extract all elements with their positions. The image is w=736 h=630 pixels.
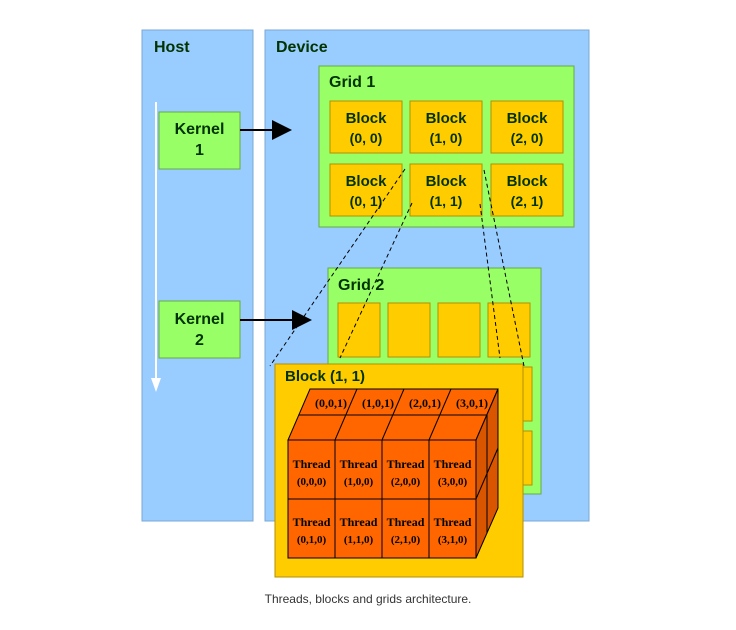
- zoom-lines: [269, 168, 525, 367]
- svg-text:(1, 1): (1, 1): [430, 193, 463, 209]
- grid-2-blocks: [337, 302, 533, 486]
- host-label: Host: [154, 39, 190, 56]
- thread-top-label: (0,0,1): [315, 396, 347, 410]
- thread-label: Thread: [340, 457, 378, 471]
- thread-top-labels: (0,0,1) (1,0,1) (2,0,1) (3,0,1): [315, 396, 488, 410]
- svg-text:Block: Block: [426, 110, 468, 127]
- grid-2-label: Grid 2: [338, 277, 384, 294]
- kernel-1-label: Kernel: [175, 121, 225, 138]
- thread-label: Thread: [340, 515, 378, 529]
- grid-1-block-1-0: Block (1, 0): [409, 100, 483, 154]
- kernel-1-number: 1: [195, 142, 204, 159]
- grid-1-block-1-1: Block (1, 1): [409, 163, 483, 217]
- svg-text:(2, 1): (2, 1): [511, 193, 544, 209]
- grid-1-block-0-1: Block (0, 1): [329, 163, 403, 217]
- thread-coord: (1,1,0): [344, 534, 374, 546]
- thread-coord: (3,0,0): [438, 476, 468, 488]
- svg-text:(0, 0): (0, 0): [350, 130, 383, 146]
- thread-label: Thread: [387, 515, 425, 529]
- thread-label: Thread: [387, 457, 425, 471]
- svg-text:(0, 1): (0, 1): [350, 193, 383, 209]
- svg-text:Block: Block: [426, 173, 468, 190]
- kernel-2-box: [158, 300, 241, 359]
- svg-text:Block: Block: [346, 173, 388, 190]
- grid-1-label: Grid 1: [329, 74, 375, 91]
- svg-text:(2, 0): (2, 0): [511, 130, 544, 146]
- kernel-2-label: Kernel: [175, 311, 225, 328]
- device-label: Device: [276, 39, 328, 56]
- thread-coord: (2,0,0): [391, 476, 421, 488]
- kernel-1-box: [158, 111, 241, 170]
- grid-1-block-0-0: Block (0, 0): [329, 100, 403, 154]
- thread-coord: (3,1,0): [438, 534, 468, 546]
- block-detail-label: Block (1, 1): [285, 368, 365, 385]
- thread-label: Thread: [434, 457, 472, 471]
- grid-1-blocks: Block (0, 0) Block (1, 0) Block (2, 0) B…: [329, 100, 564, 217]
- thread-top-label: (1,0,1): [362, 396, 394, 410]
- thread-coord: (0,1,0): [297, 534, 327, 546]
- thread-top-label: (3,0,1): [456, 396, 488, 410]
- host-panel: [141, 29, 254, 522]
- svg-text:Block: Block: [507, 173, 549, 190]
- kernel-2-number: 2: [195, 332, 204, 349]
- thread-cube: [287, 388, 499, 559]
- figure-caption: Threads, blocks and grids architecture.: [264, 592, 472, 606]
- thread-label: Thread: [434, 515, 472, 529]
- svg-text:(1, 0): (1, 0): [430, 130, 463, 146]
- grid-1-block-2-1: Block (2, 1): [490, 163, 564, 217]
- thread-top-label: (2,0,1): [409, 396, 441, 410]
- thread-coord: (0,0,0): [297, 476, 327, 488]
- thread-label: Thread: [293, 515, 331, 529]
- svg-text:Block: Block: [507, 110, 549, 127]
- svg-text:Block: Block: [346, 110, 388, 127]
- thread-label: Thread: [293, 457, 331, 471]
- thread-coord: (1,0,0): [344, 476, 374, 488]
- host-timeline-arrowhead: [151, 378, 161, 392]
- thread-coord: (2,1,0): [391, 534, 421, 546]
- thread-labels: Thread (0,0,0) Thread (1,0,0) Thread (2,…: [293, 457, 472, 546]
- grid-1-block-2-0: Block (2, 0): [490, 100, 564, 154]
